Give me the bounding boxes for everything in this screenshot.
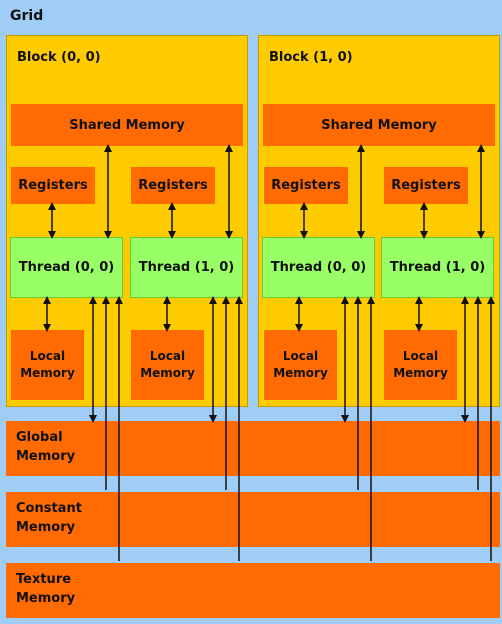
local-memory-label: Local Memory <box>393 349 448 380</box>
thread: Thread (1, 0) <box>381 237 494 298</box>
registers: Registers <box>384 167 468 204</box>
registers: Registers <box>131 167 215 204</box>
local-memory-label: Local Memory <box>20 349 75 380</box>
constant-memory: Constant Memory <box>6 492 500 547</box>
local-memory-label: Local Memory <box>140 349 195 380</box>
local-memory-label: Local Memory <box>273 349 328 380</box>
texture-memory: Texture Memory <box>6 563 500 618</box>
constant-memory-line1: Constant <box>16 501 82 516</box>
thread: Thread (0, 0) <box>262 237 375 298</box>
shared-memory: Shared Memory <box>11 104 243 146</box>
block-label: Block (0, 0) <box>17 50 101 65</box>
grid-label: Grid <box>10 8 44 24</box>
thread: Thread (0, 0) <box>10 237 123 298</box>
local-memory: Local Memory <box>384 330 457 400</box>
local-memory: Local Memory <box>131 330 204 400</box>
texture-memory-line1: Texture <box>16 572 72 587</box>
local-memory: Local Memory <box>11 330 84 400</box>
global-memory: Global Memory <box>6 421 500 476</box>
registers: Registers <box>11 167 95 204</box>
shared-memory: Shared Memory <box>263 104 495 146</box>
global-memory-line2: Memory <box>16 449 76 464</box>
global-memory-line1: Global <box>16 430 63 445</box>
local-memory: Local Memory <box>264 330 337 400</box>
thread: Thread (1, 0) <box>130 237 243 298</box>
block-label: Block (1, 0) <box>269 50 353 65</box>
constant-memory-line2: Memory <box>16 520 76 535</box>
texture-memory-line2: Memory <box>16 591 76 606</box>
registers: Registers <box>264 167 348 204</box>
